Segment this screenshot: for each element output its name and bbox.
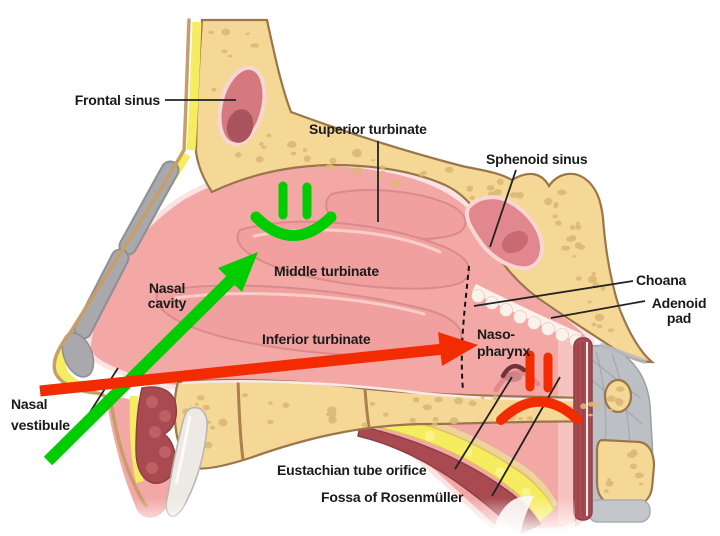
label-nasopharynx-line1: Naso- [477,326,515,342]
label-adenoid-pad: Adenoid pad [638,296,720,326]
label-eustachian-tube-orifice: Eustachian tube orifice [277,462,427,478]
label-nasal-cavity: Nasal cavity [126,281,208,311]
nose-front [52,18,202,508]
posterior-pharyngeal-wall [573,337,656,523]
label-nasal-vestibule: Nasal vestibule [11,394,70,436]
label-nasal-vestibule-line1: Nasal [11,396,48,412]
label-frontal-sinus: Frontal sinus [74,92,160,108]
label-sphenoid-sinus: Sphenoid sinus [486,151,588,167]
label-nasal-cavity-line1: Nasal [148,280,186,296]
label-nasopharynx-line2: pharynx [477,343,531,359]
label-adenoid-pad-line1: Adenoid [651,295,707,311]
sphenoid-sinus-pointer [489,169,517,248]
label-nasal-cavity-line2: cavity [147,295,187,311]
label-choana: Choana [636,272,687,288]
adenoid-pad-pointer [550,300,646,319]
fossa-pointer [491,376,561,497]
choana-dashed-line [460,265,470,391]
label-nasopharynx: Naso- pharynx [477,326,530,360]
green-diagonal-arrow [43,252,258,466]
bottom-fade [0,498,575,536]
nasal-vestibule-pointer [86,367,119,418]
label-adenoid-pad-line2: pad [666,310,692,326]
eustachian-pointer [454,376,513,470]
choana-pointer [473,280,634,307]
red-frown-tick-mark [496,350,582,425]
green-smile-tick-mark [250,181,337,241]
label-middle-turbinate: Middle turbinate [274,263,379,279]
red-horizontal-arrow [39,332,478,397]
label-superior-turbinate: Superior turbinate [309,121,427,137]
label-nasal-vestibule-line2: vestibule [11,417,70,433]
turbinates [155,189,471,357]
label-fossa-of-rosenmuller: Fossa of Rosenmüller [321,489,464,505]
upper-lip [129,386,208,518]
pointer-lines [86,99,646,497]
label-inferior-turbinate: Inferior turbinate [262,331,371,347]
frontal-sinus-shape [217,65,267,147]
